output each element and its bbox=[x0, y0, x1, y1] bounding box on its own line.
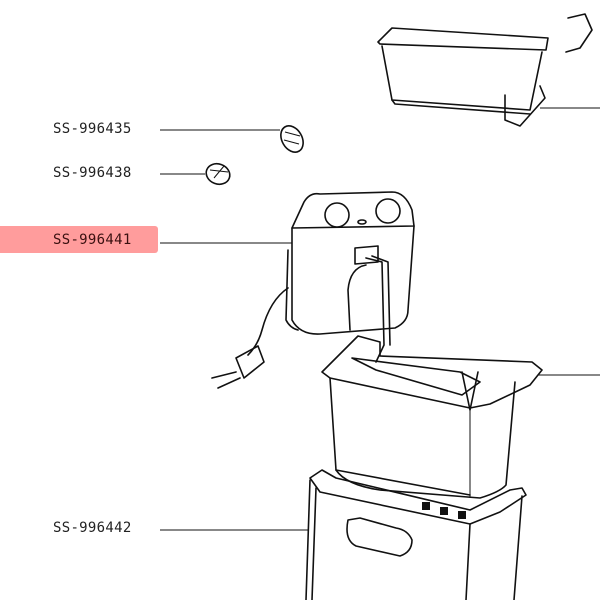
highlight-part-ss-996441 bbox=[0, 226, 158, 253]
power-cord bbox=[211, 287, 289, 389]
control-head-ss-996441 bbox=[285, 191, 415, 363]
part-label-ss-996438[interactable]: SS-996438 bbox=[53, 165, 132, 181]
part-label-ss-996435[interactable]: SS-996435 bbox=[53, 121, 132, 137]
oil-bowl bbox=[321, 335, 543, 499]
frying-basket bbox=[377, 13, 593, 127]
housing-ss-996442 bbox=[305, 469, 527, 600]
knob-ss-996435 bbox=[280, 125, 304, 153]
part-label-ss-996441[interactable]: SS-996441 bbox=[53, 232, 132, 248]
part-label-ss-996442[interactable]: SS-996442 bbox=[53, 520, 132, 536]
leader-lines bbox=[160, 107, 600, 531]
knob-ss-996438 bbox=[205, 162, 231, 186]
